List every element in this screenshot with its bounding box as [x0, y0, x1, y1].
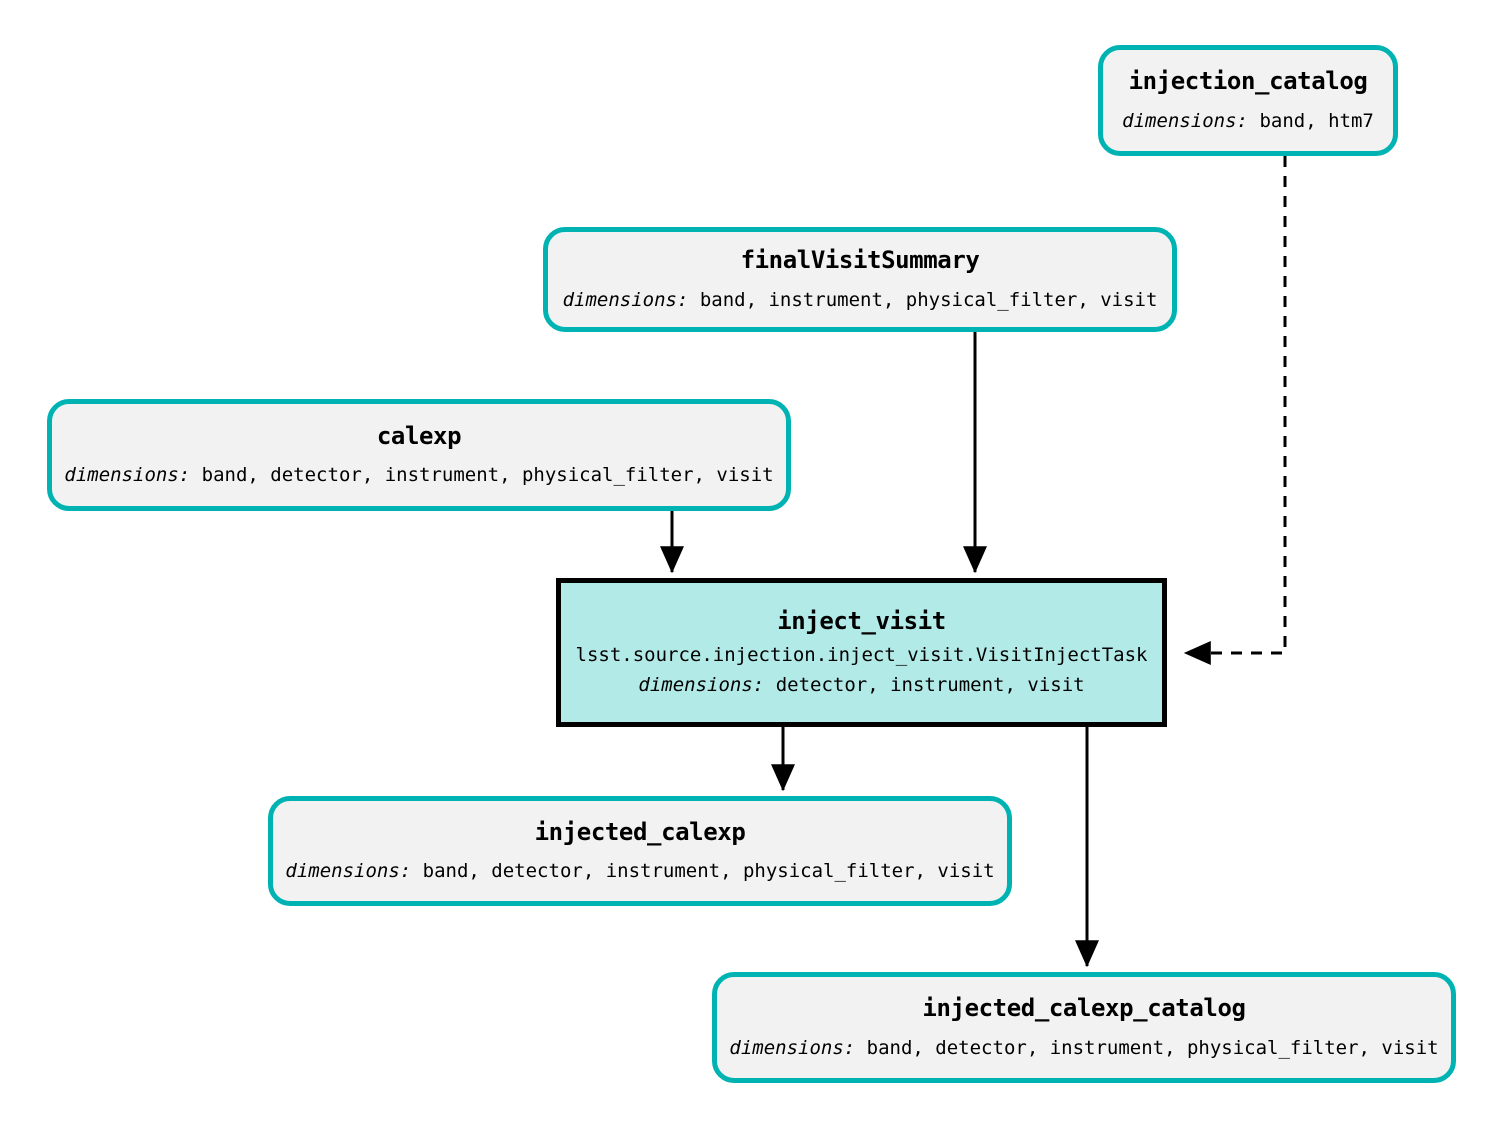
dimensions-values: band, detector, instrument, physical_fil… [422, 860, 995, 883]
dataset-node-injection-catalog[interactable]: injection_catalog dimensions: band, htm7 [1098, 45, 1398, 156]
node-dimensions: dimensions: band, instrument, physical_f… [563, 289, 1158, 312]
dataset-node-injected-calexp-catalog[interactable]: injected_calexp_catalog dimensions: band… [712, 972, 1456, 1083]
dataset-node-injected-calexp[interactable]: injected_calexp dimensions: band, detect… [268, 796, 1012, 906]
node-task-class: lsst.source.injection.inject_visit.Visit… [575, 643, 1148, 666]
edge-injection_catalog-to-inject_visit [1183, 156, 1287, 665]
node-title: finalVisitSummary [740, 246, 980, 275]
node-dimensions: dimensions: detector, instrument, visit [638, 674, 1084, 697]
dimensions-label: dimensions: [562, 288, 689, 311]
node-dimensions: dimensions: band, htm7 [1122, 110, 1374, 133]
dataset-node-final-visit-summary[interactable]: finalVisitSummary dimensions: band, inst… [543, 227, 1177, 332]
dimensions-label: dimensions: [64, 464, 191, 487]
node-dimensions: dimensions: band, detector, instrument, … [729, 1037, 1438, 1060]
dimensions-values: detector, instrument, visit [775, 674, 1085, 697]
dimensions-label: dimensions: [638, 674, 765, 697]
dataset-node-calexp[interactable]: calexp dimensions: band, detector, instr… [47, 399, 791, 511]
dimensions-values: band, instrument, physical_filter, visit [699, 288, 1158, 311]
node-title: injected_calexp_catalog [922, 994, 1246, 1023]
node-dimensions: dimensions: band, detector, instrument, … [64, 464, 773, 487]
node-dimensions: dimensions: band, detector, instrument, … [285, 860, 994, 883]
dimensions-label: dimensions: [729, 1036, 856, 1059]
node-title: injected_calexp [534, 817, 746, 846]
dimensions-values: band, detector, instrument, physical_fil… [866, 1036, 1439, 1059]
dimensions-label: dimensions: [1122, 109, 1248, 132]
dimensions-label: dimensions: [285, 860, 412, 883]
dimensions-values: band, htm7 [1259, 109, 1374, 132]
dimensions-values: band, detector, instrument, physical_fil… [201, 464, 774, 487]
node-title: inject_visit [777, 606, 946, 635]
node-title: injection_catalog [1128, 67, 1368, 96]
task-node-inject-visit[interactable]: inject_visit lsst.source.injection.injec… [556, 578, 1167, 727]
node-title: calexp [376, 421, 462, 450]
